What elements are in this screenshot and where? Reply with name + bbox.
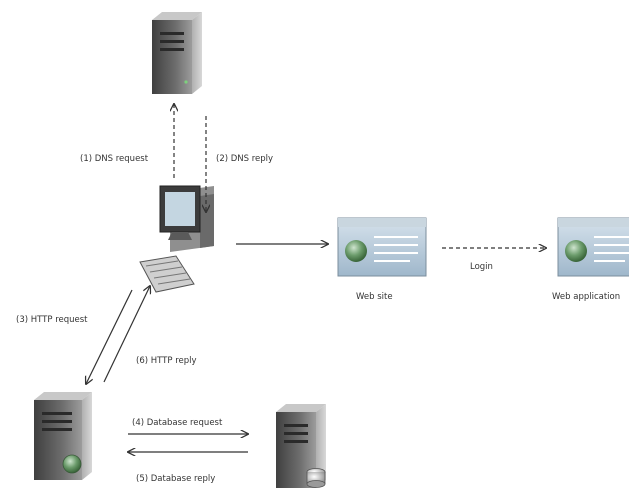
db-reply-label: (5) Database reply [136, 474, 216, 484]
login-label: Login [470, 262, 493, 272]
db-request-label: (4) Database request [132, 418, 223, 428]
dns-server-tower-icon [152, 12, 202, 94]
http-reply-arrow [103, 286, 150, 383]
web-application-window-icon [557, 217, 629, 277]
web-application-label: Web application [552, 292, 621, 302]
dns-reply-label: (2) DNS reply [216, 154, 274, 164]
desktop-computer-icon [139, 185, 214, 293]
dns-request-label: (1) DNS request [80, 154, 149, 164]
web-server-icon [34, 392, 92, 480]
http-reply-label: (6) HTTP reply [136, 356, 197, 366]
web-site-window-icon [337, 217, 427, 277]
http-request-label: (3) HTTP request [16, 315, 88, 325]
http-request-arrow [86, 289, 133, 384]
database-server-icon [276, 404, 326, 488]
web-site-label: Web site [356, 292, 393, 302]
